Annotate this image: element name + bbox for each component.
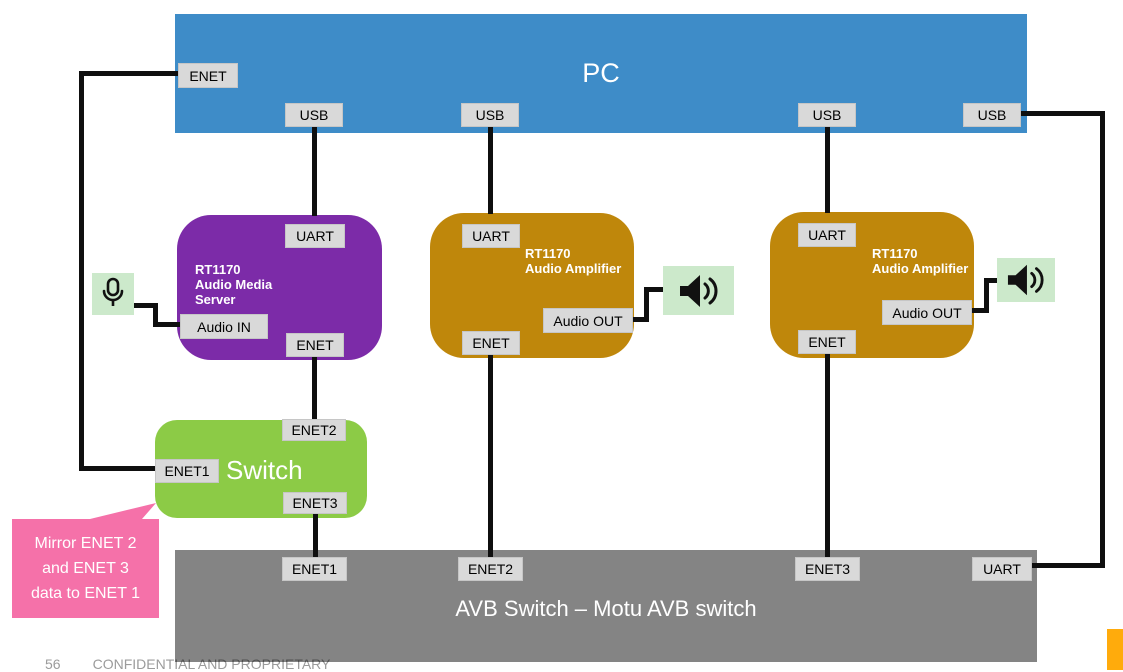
callout-pointer — [90, 503, 156, 519]
wire-spk2-a — [970, 308, 988, 313]
footer: 56 CONFIDENTIAL AND PROPRIETARY — [45, 656, 330, 672]
wire-pc-enet-left-b — [79, 466, 156, 471]
pc-usb3-port: USB — [798, 103, 856, 127]
amp1-audio-out-port: Audio OUT — [543, 308, 633, 333]
wire-mic-c — [153, 322, 183, 327]
amp2-label: RT1170 Audio Amplifier — [872, 246, 969, 276]
page-number: 56 — [45, 656, 61, 672]
wire-switch-enet3-avb — [313, 512, 318, 558]
speaker2-pad — [997, 258, 1055, 302]
amp1-enet-port: ENET — [462, 331, 520, 355]
wire-amp1-enet-avb — [488, 354, 493, 558]
orange-accent-tab — [1107, 629, 1123, 670]
media-server-uart-port: UART — [285, 224, 345, 248]
wire-spk2-b — [984, 278, 989, 313]
wire-spk1-a — [631, 317, 649, 322]
amp2-uart-port: UART — [798, 223, 856, 247]
switch-enet1-port: ENET1 — [155, 459, 219, 483]
microphone-pad — [92, 273, 134, 315]
wire-usb4-right-v — [1100, 111, 1105, 568]
footer-text: CONFIDENTIAL AND PROPRIETARY — [92, 656, 331, 672]
speaker-icon — [679, 274, 717, 307]
media-server-enet-port: ENET — [286, 333, 344, 357]
amp1-label: RT1170 Audio Amplifier — [525, 246, 622, 276]
amp1-uart-port: UART — [462, 224, 520, 248]
wire-mic-a — [110, 303, 158, 308]
wire-usb1-uart — [312, 127, 317, 216]
wire-usb4-right-b — [1032, 563, 1105, 568]
amp2-audio-out-port: Audio OUT — [882, 300, 972, 325]
amp2-enet-port: ENET — [798, 330, 856, 354]
wire-mediaserver-enet-switch — [312, 356, 317, 420]
speaker1-pad — [663, 266, 734, 315]
amp1-box — [430, 213, 634, 358]
avb-enet3-port: ENET3 — [795, 557, 860, 581]
wire-amp2-enet-avb — [825, 352, 830, 558]
wire-mic-b — [153, 303, 158, 327]
wire-pc-enet-left-v — [79, 71, 84, 471]
pc-usb2-port: USB — [461, 103, 519, 127]
media-server-label: RT1170 Audio Media Server — [195, 262, 273, 307]
pc-usb1-port: USB — [285, 103, 343, 127]
pc-box: PC — [175, 14, 1027, 133]
speaker-icon — [1007, 264, 1044, 296]
callout-line: and ENET 3 — [42, 560, 129, 577]
avb-enet2-port: ENET2 — [458, 557, 523, 581]
avb-switch-box: AVB Switch – Motu AVB switch — [175, 550, 1037, 662]
wire-usb2-uart — [488, 127, 493, 214]
pc-enet-port: ENET — [178, 63, 238, 88]
avb-enet1-port: ENET1 — [282, 557, 347, 581]
mirror-callout: Mirror ENET 2 and ENET 3 data to ENET 1 — [12, 519, 159, 618]
switch-title: Switch — [226, 455, 303, 485]
wire-usb4-right-h — [1021, 111, 1105, 116]
pc-usb4-port: USB — [963, 103, 1021, 127]
wire-spk1-c — [644, 287, 672, 292]
media-server-audio-in-port: Audio IN — [180, 314, 268, 339]
switch-enet3-port: ENET3 — [283, 492, 347, 514]
switch-enet2-port: ENET2 — [282, 419, 346, 441]
pc-title: PC — [582, 58, 620, 88]
avb-uart-port: UART — [972, 557, 1032, 581]
wire-pc-enet-left-h — [79, 71, 179, 76]
microphone-icon — [102, 277, 124, 306]
callout-line: data to ENET 1 — [30, 585, 141, 602]
callout-line: Mirror ENET 2 — [34, 535, 137, 552]
wire-usb3-uart — [825, 127, 830, 213]
avb-switch-title: AVB Switch – Motu AVB switch — [455, 596, 757, 621]
wire-spk1-b — [644, 287, 649, 322]
